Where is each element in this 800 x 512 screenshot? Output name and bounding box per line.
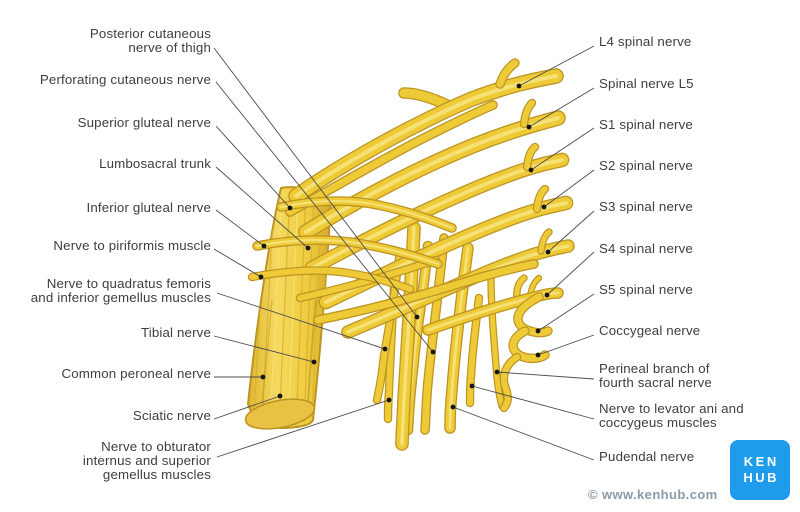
label-s5-spinal-nerve: S5 spinal nerve (599, 282, 693, 297)
label-nerve-to-obturator-internus: Nerve to obturator internus and superior… (82, 439, 211, 482)
dot-quadratus-femoris (382, 346, 388, 352)
sciatic-cut-face (244, 398, 316, 430)
dot-lumbosacral-trunk (305, 245, 311, 251)
leader-s4 (546, 251, 595, 296)
label-perineal-branch-fourth-sacral: Perineal branch of fourth sacral nerve (599, 361, 712, 390)
label-inferior-gluteal-nerve: Inferior gluteal nerve (86, 200, 211, 215)
label-nerve-to-quadratus-femoris: Nerve to quadratus femoris and inferior … (30, 276, 211, 305)
dot-s2 (541, 204, 547, 210)
leader-perineal-branch (496, 371, 595, 380)
dot-piriformis (258, 274, 264, 280)
label-perforating-cutaneous-nerve: Perforating cutaneous nerve (39, 72, 211, 87)
copyright-text: © www.kenhub.com (588, 487, 718, 502)
dot-common-peroneal (260, 374, 266, 380)
leader-piriformis (213, 248, 262, 278)
leader-quadratus-femoris (216, 292, 386, 350)
label-tibial-nerve: Tibial nerve (140, 325, 211, 340)
dot-coccygeal (535, 352, 541, 358)
leader-s1 (530, 127, 595, 171)
leader-lumbosacral-trunk (215, 166, 309, 249)
leader-dots (258, 83, 551, 410)
dot-s5 (535, 328, 541, 334)
leader-l5 (528, 87, 595, 128)
kenhub-logo-line1: KEN (743, 453, 779, 469)
dot-l5 (526, 124, 532, 130)
leader-posterior-cutaneous (213, 47, 418, 318)
dot-inferior-gluteal (261, 243, 267, 249)
kenhub-logo[interactable]: KEN HUB (730, 440, 790, 500)
leader-s3 (547, 210, 595, 253)
dot-superior-gluteal (287, 205, 293, 211)
leader-perforating-cutaneous (215, 81, 434, 353)
label-nerve-to-levator-ani: Nerve to levator ani and coccygeus muscl… (599, 401, 744, 430)
leader-lines (213, 45, 595, 461)
dot-levator-ani (469, 383, 475, 389)
dot-pudendal (450, 404, 456, 410)
dot-s3 (545, 249, 551, 255)
dot-posterior-cutaneous (414, 314, 420, 320)
label-superior-gluteal-nerve: Superior gluteal nerve (77, 115, 211, 130)
dot-s4 (544, 292, 550, 298)
leader-inferior-gluteal (215, 209, 265, 247)
label-lumbosacral-trunk: Lumbosacral trunk (99, 156, 211, 171)
label-pudendal-nerve: Pudendal nerve (599, 449, 695, 464)
leader-l4 (518, 45, 595, 87)
label-s3-spinal-nerve: S3 spinal nerve (599, 199, 693, 214)
leader-levator-ani (471, 385, 595, 420)
label-nerve-to-piriformis-muscle: Nerve to piriformis muscle (53, 238, 211, 253)
dot-s1 (528, 167, 534, 173)
leader-pudendal (452, 406, 595, 461)
label-s2-spinal-nerve: S2 spinal nerve (599, 158, 693, 173)
dot-l4 (516, 83, 522, 89)
leader-tibial (213, 335, 315, 363)
kenhub-logo-line2: HUB (743, 470, 780, 485)
label-posterior-cutaneous-nerve-of-thigh: Posterior cutaneous nerve of thigh (89, 26, 211, 55)
leader-sciatic (213, 395, 281, 420)
dot-obturator-internus (386, 397, 392, 403)
leader-s2 (543, 169, 595, 208)
label-sciatic-nerve: Sciatic nerve (132, 408, 211, 423)
leader-superior-gluteal (215, 125, 291, 209)
leader-obturator-internus (216, 399, 390, 458)
leader-coccygeal (537, 334, 595, 356)
label-common-peroneal-nerve: Common peroneal nerve (61, 366, 211, 381)
label-s4-spinal-nerve: S4 spinal nerve (599, 241, 693, 256)
coccygeal-plexus-coil (504, 297, 548, 408)
label-spinal-nerve-l5: Spinal nerve L5 (599, 76, 694, 91)
label-s1-spinal-nerve: S1 spinal nerve (599, 117, 693, 132)
dot-perforating-cutaneous (430, 349, 436, 355)
leader-s5 (537, 293, 595, 332)
dot-perineal-branch (494, 369, 500, 375)
dot-sciatic (277, 393, 283, 399)
dot-tibial (311, 359, 317, 365)
label-coccygeal-nerve: Coccygeal nerve (599, 323, 701, 338)
label-l4-spinal-nerve: L4 spinal nerve (599, 34, 692, 49)
perineal-branch-strand (491, 278, 502, 406)
